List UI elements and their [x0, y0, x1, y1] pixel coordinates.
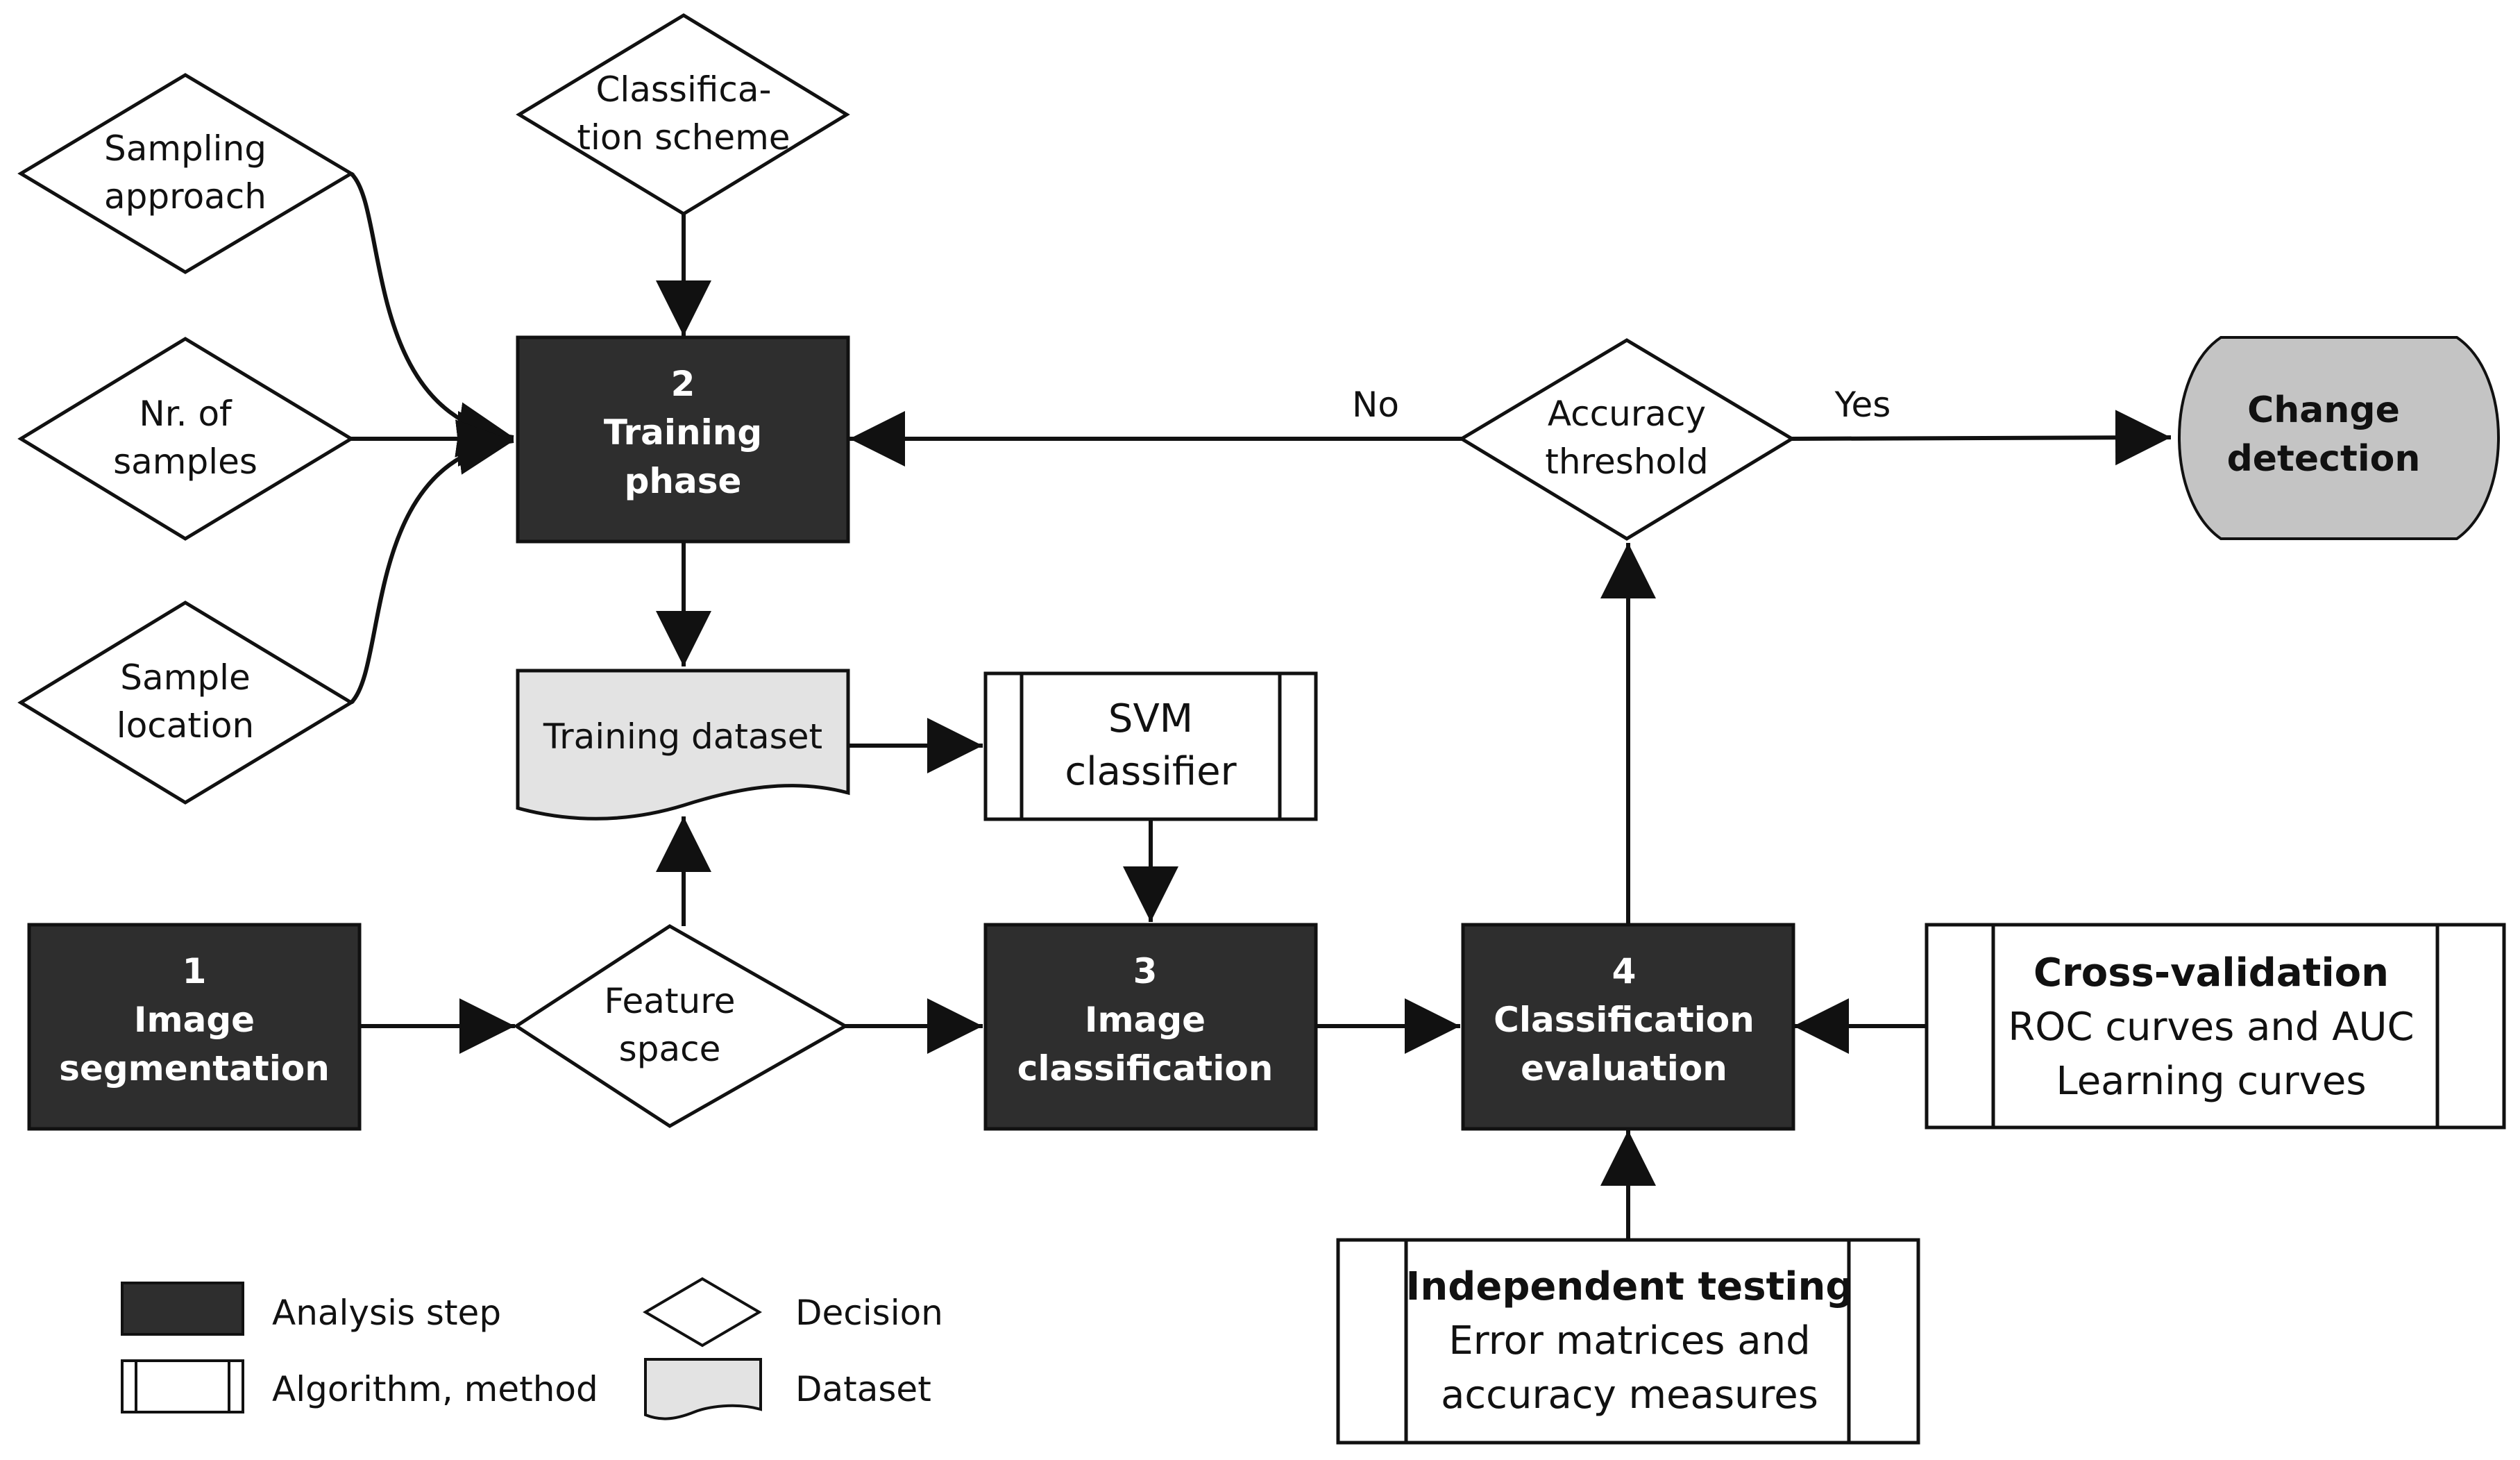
terminal-change-detection: Change detection: [2178, 336, 2500, 540]
edge-sampling-to-training: [349, 171, 514, 458]
legend-label-analysis-step: Analysis step: [272, 1293, 501, 1333]
image-classification-line1: Image: [1085, 1000, 1206, 1040]
legend-label-decision: Decision: [795, 1293, 943, 1333]
change-detection-line2: detection: [2227, 438, 2421, 480]
training-phase-number: 2: [671, 364, 695, 404]
sampling-approach-line2: approach: [104, 176, 267, 217]
classification-scheme-line2: tion scheme: [577, 117, 790, 158]
cross-validation-line2: Learning curves: [2056, 1059, 2367, 1104]
accuracy-threshold-line2: threshold: [1545, 442, 1708, 482]
svm-classifier-line2: classifier: [1065, 749, 1237, 794]
edge-label-yes: Yes: [1834, 385, 1891, 425]
decision-accuracy-threshold: Accuracy threshold: [1458, 338, 1795, 541]
decision-classification-scheme: Classifica- tion scheme: [516, 13, 850, 216]
svm-classifier-line1: SVM: [1108, 696, 1193, 741]
image-segmentation-line2: segmentation: [59, 1048, 330, 1089]
change-detection-line1: Change: [2247, 389, 2400, 431]
sample-location-line1: Sample: [120, 657, 250, 698]
legend: Analysis step Algorithm, method Decision…: [121, 1277, 943, 1420]
classification-scheme-line1: Classifica-: [595, 69, 771, 110]
image-segmentation-line1: Image: [134, 1000, 255, 1040]
independent-testing-line1: Error matrices and: [1448, 1318, 1810, 1363]
legend-label-algorithm-method: Algorithm, method: [272, 1369, 598, 1409]
analysis-step-image-segmentation: 1 Image segmentation: [27, 923, 362, 1131]
legend-swatch-dataset: [644, 1358, 762, 1420]
image-classification-number: 3: [1133, 951, 1158, 991]
edge-threshold-to-change: [1791, 410, 2172, 466]
legend-label-dataset: Dataset: [795, 1369, 931, 1409]
method-svm-classifier: SVM classifier: [983, 671, 1318, 821]
decision-sampling-approach: Sampling approach: [17, 73, 355, 274]
nr-of-samples-line2: samples: [113, 442, 257, 482]
training-dataset-label: Training dataset: [543, 716, 822, 757]
cross-validation-line1: ROC curves and AUC: [2008, 1005, 2414, 1050]
independent-testing-line2: accuracy measures: [1441, 1373, 1818, 1418]
classification-evaluation-line1: Classification: [1494, 1000, 1754, 1040]
sample-location-line2: location: [117, 705, 254, 746]
legend-swatch-algorithm-method: [121, 1359, 244, 1413]
decision-feature-space: Feature space: [513, 924, 849, 1128]
nr-of-samples-line1: Nr. of: [139, 394, 232, 434]
analysis-step-classification-evaluation: 4 Classification evaluation: [1461, 923, 1795, 1131]
image-segmentation-number: 1: [183, 951, 207, 991]
edge-label-no: No: [1352, 385, 1399, 425]
accuracy-threshold-line1: Accuracy: [1548, 394, 1706, 434]
method-independent-testing: Independent testing Error matrices and a…: [1336, 1238, 1920, 1445]
analysis-step-image-classification: 3 Image classification: [983, 923, 1318, 1131]
feature-space-line1: Feature: [604, 981, 736, 1021]
decision-nr-of-samples: Nr. of samples: [17, 337, 355, 541]
training-phase-line2: phase: [625, 461, 742, 501]
decision-sample-location: Sample location: [17, 601, 355, 805]
independent-testing-title: Independent testing: [1406, 1264, 1854, 1309]
image-classification-line2: classification: [1017, 1048, 1274, 1089]
method-cross-validation: Cross-validation ROC curves and AUC Lear…: [1925, 923, 2506, 1130]
dataset-training-dataset: Training dataset: [516, 669, 850, 821]
edges: [349, 171, 2172, 1239]
training-phase-line1: Training: [604, 412, 762, 453]
analysis-step-training-phase: 2 Training phase: [516, 335, 850, 544]
classification-evaluation-number: 4: [1612, 951, 1637, 991]
feature-space-line2: space: [619, 1029, 721, 1069]
edge-location-to-training: [349, 419, 514, 705]
legend-swatch-decision: [643, 1277, 762, 1348]
legend-swatch-analysis-step: [121, 1282, 244, 1336]
sampling-approach-line1: Sampling: [104, 128, 267, 169]
classification-evaluation-line2: evaluation: [1521, 1048, 1727, 1089]
cross-validation-title: Cross-validation: [2033, 950, 2389, 996]
